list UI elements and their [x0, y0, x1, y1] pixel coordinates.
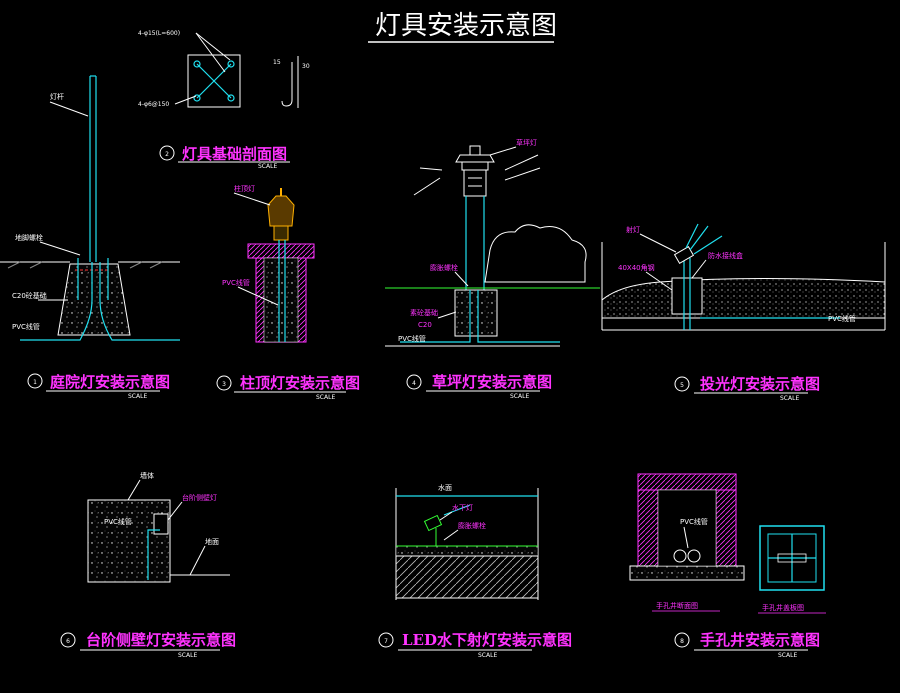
led-caption: LED水下射灯安装示意图	[402, 631, 572, 649]
svg-text:防水接线盒: 防水接线盒	[708, 251, 743, 260]
foundation-dim2: 4-φ6@150	[138, 101, 169, 108]
svg-text:PVC线管: PVC线管	[680, 517, 708, 526]
column-lamp-detail: 柱顶灯 PVC线管 3 柱顶灯安装示意图 SCALE	[216, 184, 360, 401]
svg-text:PVC线管: PVC线管	[222, 278, 250, 287]
svg-text:1: 1	[33, 379, 37, 386]
svg-text:40X40角钢: 40X40角钢	[618, 263, 655, 272]
svg-text:SCALE: SCALE	[778, 652, 797, 659]
svg-text:SCALE: SCALE	[510, 393, 529, 400]
hand-hole-detail: PVC线管 手孔井断面图 手孔井盖板图 8 手孔井安装示意图 SCALE	[629, 473, 826, 659]
svg-text:6: 6	[66, 638, 70, 645]
foundation-detail: 4-φ15(L=600) 4-φ6@150 15 30 2 灯具基础剖面图 SC…	[138, 30, 310, 170]
title-text: 灯具安装示意图	[375, 11, 557, 41]
svg-text:草坪灯: 草坪灯	[516, 138, 537, 147]
svg-text:墙体: 墙体	[140, 471, 154, 480]
svg-text:4: 4	[412, 380, 416, 387]
svg-text:膨胀螺栓: 膨胀螺栓	[430, 263, 458, 272]
svg-text:SCALE: SCALE	[178, 652, 197, 659]
column-caption: 柱顶灯安装示意图	[240, 374, 360, 392]
hand-caption: 手孔井安装示意图	[700, 631, 820, 649]
svg-text:SCALE: SCALE	[258, 163, 277, 170]
svg-text:地面: 地面	[205, 537, 219, 546]
svg-text:射灯: 射灯	[626, 225, 640, 234]
spotlight-detail: 射灯 防水接线盒 40X40角钢 PVC线管 5 投光灯安装示意图 SCALE	[601, 223, 886, 402]
svg-text:7: 7	[384, 638, 388, 645]
lawn-lamp-detail: 草坪灯 膨胀螺栓 素砼基础 C20 PVC线管 4 草坪灯安装示意图 SCALE	[385, 138, 600, 400]
svg-text:素砼基础: 素砼基础	[410, 308, 438, 317]
garden-lamp-detail: 灯杆 地脚螺栓 C20砼基础 PVC线管 1 庭院灯安装示意图 SCALE	[0, 75, 180, 400]
svg-text:3: 3	[222, 381, 226, 388]
svg-text:5: 5	[680, 382, 684, 389]
step-caption: 台阶侧壁灯安装示意图	[86, 631, 236, 649]
foundation-dim4: 30	[302, 63, 310, 70]
foundation-dim3: 15	[273, 59, 281, 66]
hand-sub2: 手孔井盖板图	[762, 603, 804, 612]
svg-text:8: 8	[680, 638, 684, 645]
svg-text:SCALE: SCALE	[478, 652, 497, 659]
svg-text:C20: C20	[418, 321, 432, 329]
svg-text:PVC线管: PVC线管	[398, 334, 426, 343]
svg-text:灯杆: 灯杆	[50, 92, 64, 101]
svg-text:膨胀螺栓: 膨胀螺栓	[458, 521, 486, 530]
garden-caption: 庭院灯安装示意图	[50, 373, 170, 391]
step-lamp-detail: 墙体 台阶侧壁灯 PVC线管 地面 6 台阶侧壁灯安装示意图 SCALE	[60, 471, 236, 659]
svg-text:地脚螺栓: 地脚螺栓	[15, 233, 43, 242]
led-underwater-detail: 水面 水下灯 膨胀螺栓 7 LED水下射灯安装示意图 SCALE	[378, 483, 572, 659]
svg-text:柱顶灯: 柱顶灯	[234, 184, 255, 193]
svg-text:PVC线管: PVC线管	[828, 314, 856, 323]
svg-text:SCALE: SCALE	[316, 394, 335, 401]
foundation-caption: 灯具基础剖面图	[182, 145, 287, 163]
svg-text:2: 2	[165, 151, 169, 158]
svg-text:SCALE: SCALE	[780, 395, 799, 402]
svg-text:PVC线管: PVC线管	[104, 517, 132, 526]
hand-sub1: 手孔井断面图	[656, 601, 698, 610]
svg-text:PVC线管: PVC线管	[12, 322, 40, 331]
svg-text:C20砼基础: C20砼基础	[12, 291, 47, 300]
svg-text:SCALE: SCALE	[128, 393, 147, 400]
drawing-title: 灯具安装示意图	[368, 11, 557, 43]
svg-text:水下灯: 水下灯	[452, 503, 473, 512]
svg-text:台阶侧壁灯: 台阶侧壁灯	[182, 493, 217, 502]
lawn-caption: 草坪灯安装示意图	[432, 373, 552, 391]
foundation-dim1: 4-φ15(L=600)	[138, 30, 180, 37]
svg-text:水面: 水面	[438, 483, 452, 492]
spot-caption: 投光灯安装示意图	[700, 375, 820, 393]
